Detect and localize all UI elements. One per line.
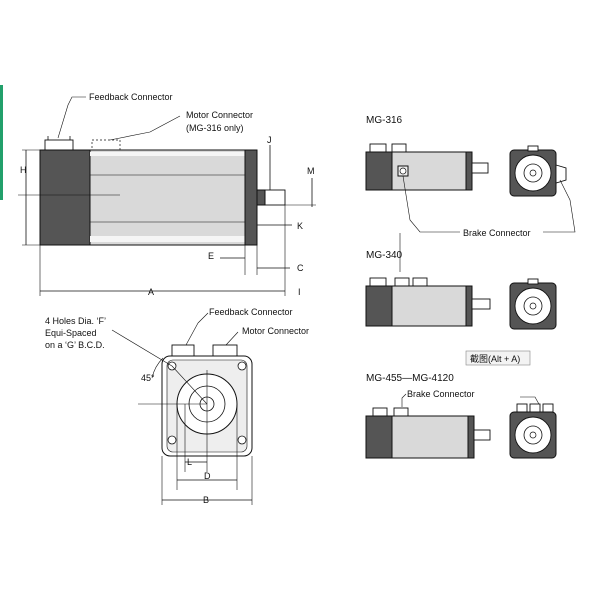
dim-C: C xyxy=(297,263,304,273)
motor-connector-side xyxy=(91,139,121,151)
model-mg340: MG-340 xyxy=(365,233,557,330)
model-mg455-mg4120: MG-455—MG-4120 Brake Connector xyxy=(365,373,557,459)
label-holes-line3: on a ‘G’ B.C.D. xyxy=(45,340,105,350)
dim-L: L xyxy=(187,457,192,467)
dim-H: H xyxy=(20,165,27,175)
label-motor-connector-front: Motor Connector xyxy=(242,326,309,336)
screenshot-tooltip: 截图(Alt + A) xyxy=(465,350,531,366)
dim-D: D xyxy=(204,471,211,481)
flange-side xyxy=(244,149,258,246)
title-mg316: MG-316 xyxy=(366,115,403,126)
label-brake-connector-1: Brake Connector xyxy=(463,228,531,238)
label-feedback-connector-front: Feedback Connector xyxy=(209,307,293,317)
title-mg455: MG-455—MG-4120 xyxy=(366,373,454,384)
dim-A: A xyxy=(148,287,154,297)
dim-M: M xyxy=(307,166,315,176)
label-holes-line2: Equi-Spaced xyxy=(45,328,97,338)
dim-E: E xyxy=(208,251,214,261)
model-mg316: MG-316 xyxy=(365,115,567,197)
label-holes-line1: 4 Holes Dia. ‘F’ xyxy=(45,316,106,326)
screenshot-tooltip-text: 截图(Alt + A) xyxy=(470,353,520,364)
side-view: H J M K E C A I Feedback Connector Motor… xyxy=(18,92,316,297)
label-feedback-connector-side: Feedback Connector xyxy=(89,92,173,102)
feedback-connector-side xyxy=(44,139,74,151)
front-view: 45° L D B 4 Holes Dia. ‘F’ Equi-Spaced o… xyxy=(45,307,309,505)
label-motor-connector-side: Motor Connector xyxy=(186,110,253,120)
label-brake-connector-2: Brake Connector xyxy=(407,389,475,399)
dim-K: K xyxy=(297,221,303,231)
dim-B: B xyxy=(203,495,209,505)
title-mg340: MG-340 xyxy=(366,250,403,261)
dim-J: J xyxy=(267,135,272,145)
label-motor-connector-note: (MG-316 only) xyxy=(186,123,244,133)
dim-I: I xyxy=(298,287,301,297)
accent-bar xyxy=(0,85,3,200)
angle-45: 45° xyxy=(141,373,155,383)
